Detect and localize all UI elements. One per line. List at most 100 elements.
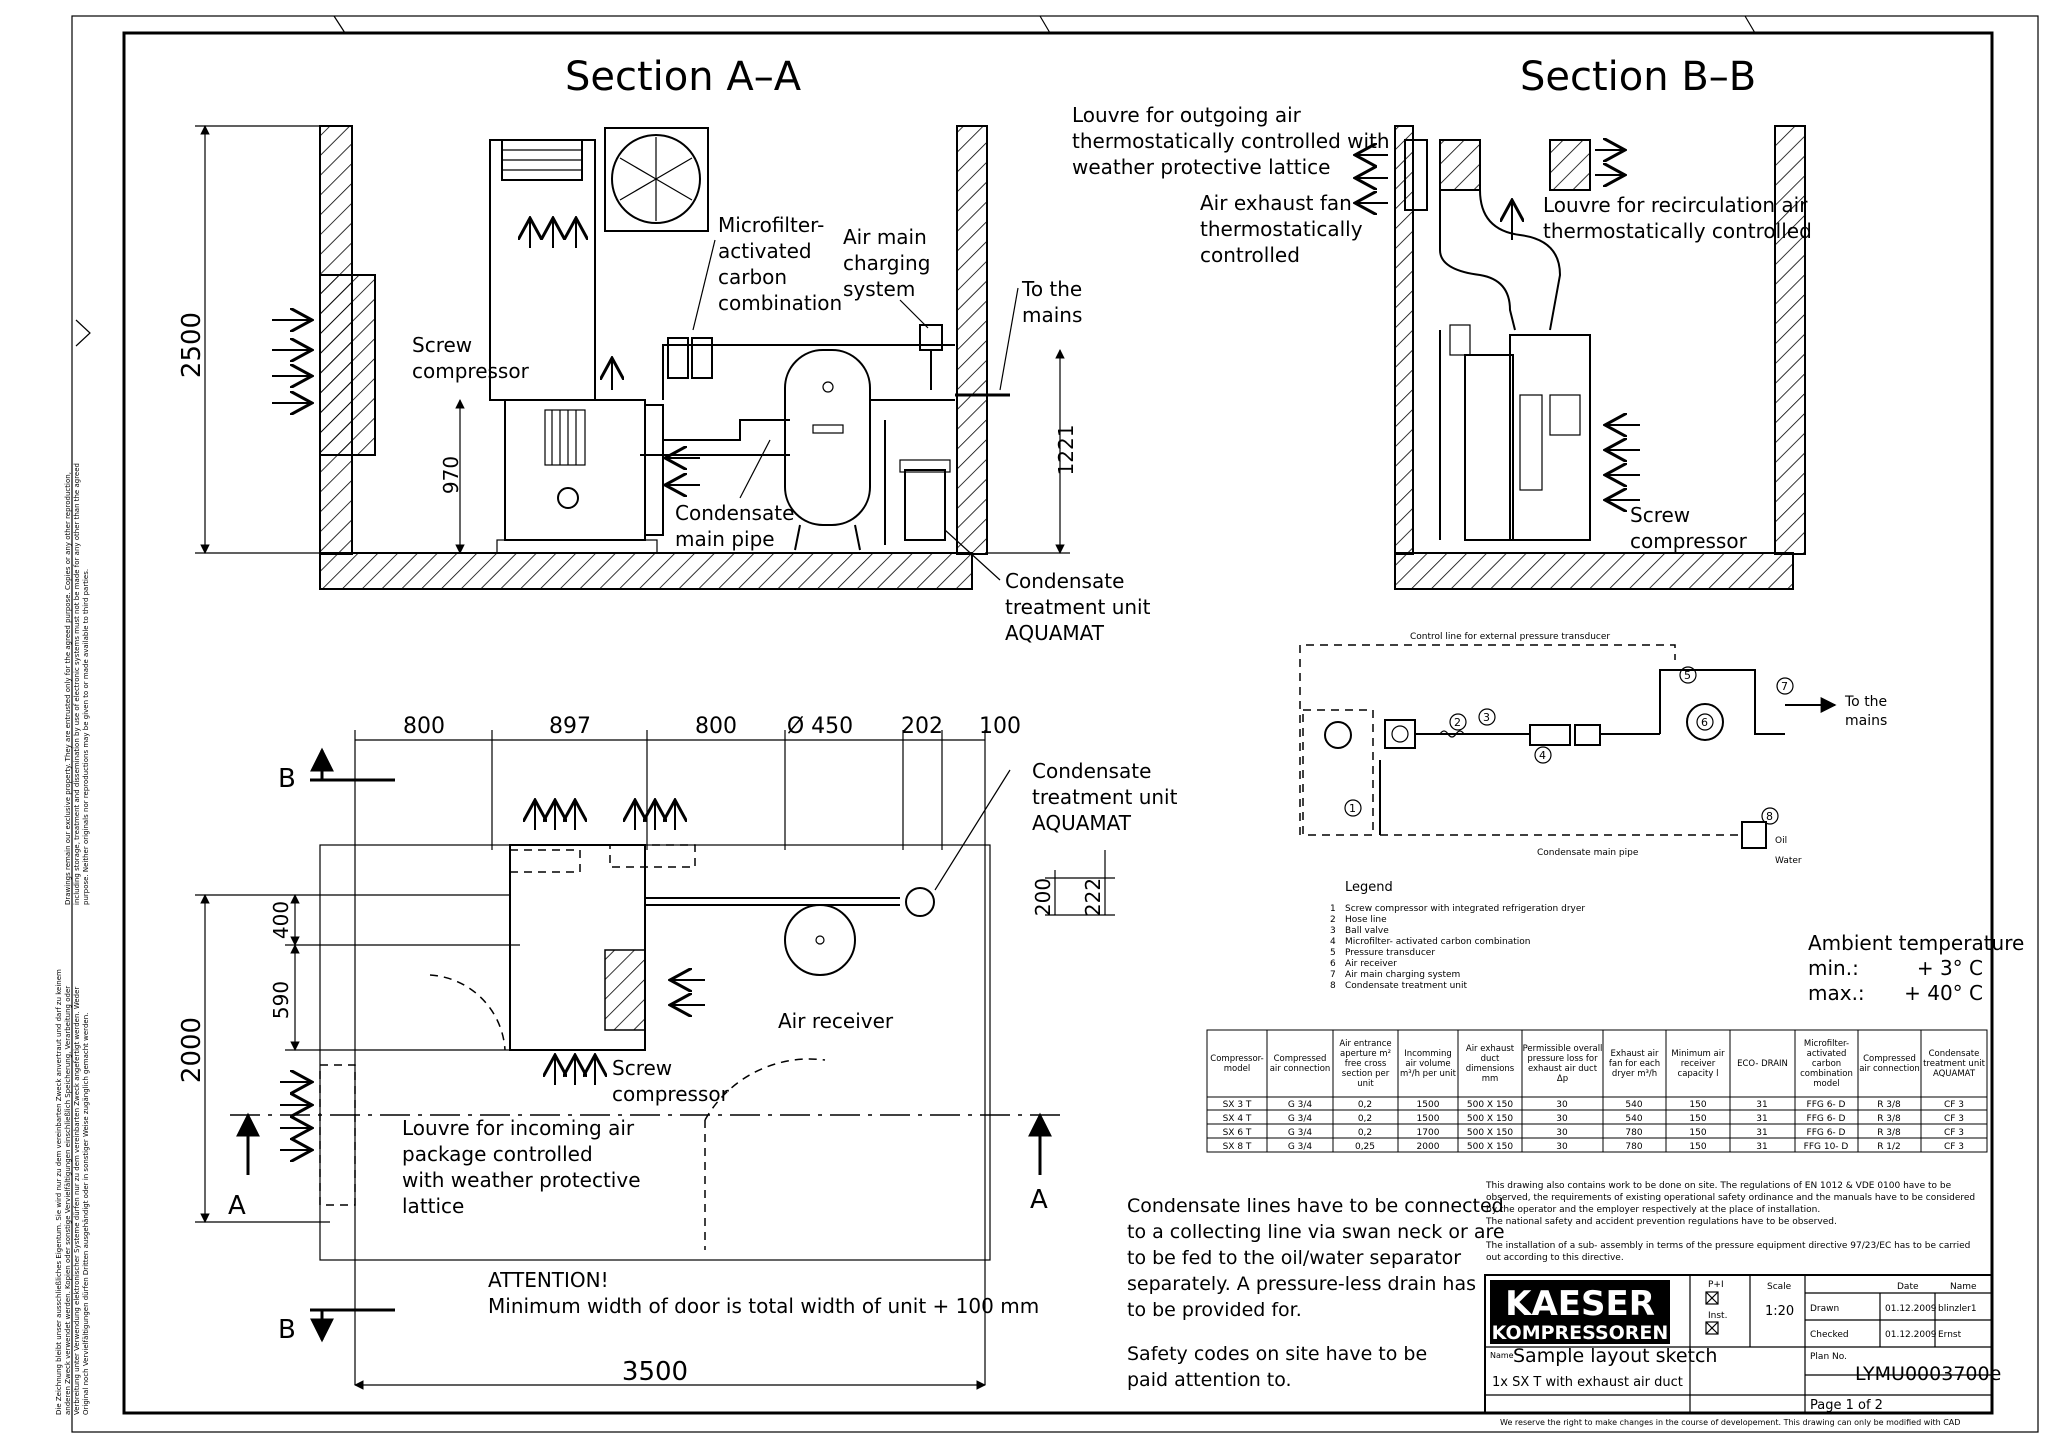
name-label: Name: [1490, 1351, 1514, 1360]
th-model: Compressor-model: [1210, 1054, 1264, 1074]
water-label: Water: [1775, 856, 1802, 866]
svg-text:1: 1: [1349, 802, 1356, 815]
plan-label: Plan No.: [1810, 1352, 1847, 1362]
flow-numbers: 1 2 3 4 5 6 7 8: [1344, 666, 1794, 825]
right-wall-aa: [956, 125, 988, 555]
svg-text:Microfilter- activated carbon: Microfilter- activated carbon combinatio…: [1345, 937, 1531, 947]
inst-label: Inst.: [1708, 1311, 1727, 1321]
screw-compressor-aa: [504, 399, 646, 541]
svg-text:4: 4: [1539, 749, 1546, 762]
louvre-in-plan: [319, 1064, 356, 1206]
svg-text:30: 30: [1556, 1100, 1568, 1110]
screw-compressor-bb: [1509, 334, 1591, 541]
svg-text:31: 31: [1756, 1114, 1767, 1124]
th-aperture: Air entrance aperture m² free cross sect…: [1339, 1039, 1392, 1089]
svg-text:500 X 150: 500 X 150: [1467, 1100, 1514, 1110]
svg-text:500 X 150: 500 X 150: [1467, 1142, 1514, 1152]
aquamat-symbol: [1741, 821, 1767, 849]
svg-text:0,2: 0,2: [1358, 1114, 1372, 1124]
svg-text:0,25: 0,25: [1355, 1142, 1375, 1152]
svg-text:CF 3: CF 3: [1944, 1100, 1964, 1110]
svg-text:31: 31: [1756, 1128, 1767, 1138]
plan-number: LYMU0003700e: [1855, 1363, 2001, 1385]
svg-text:Hose line: Hose line: [1345, 915, 1387, 925]
air-receiver-aa: [784, 349, 871, 526]
louvre-left-aa: [319, 274, 376, 456]
left-wall-bb: [1394, 125, 1414, 555]
svg-text:Condensate treatment unit: Condensate treatment unit: [1345, 981, 1467, 991]
dim-top-897: 897: [549, 714, 591, 739]
svg-text:SX 3 T: SX 3 T: [1223, 1100, 1252, 1110]
svg-text:5: 5: [1684, 669, 1691, 682]
svg-text:8: 8: [1330, 981, 1336, 991]
svg-text:R 1/2: R 1/2: [1877, 1142, 1901, 1152]
svg-text:30: 30: [1556, 1142, 1568, 1152]
p-label: P+I: [1708, 1280, 1724, 1290]
th-connection-2: Compressed air connection: [1859, 1054, 1920, 1074]
svg-text:500 X 150: 500 X 150: [1467, 1114, 1514, 1124]
ambient-max-label: max.:: [1808, 981, 1865, 1005]
side-note-2: purpose. Neither originals nor reproduct…: [82, 569, 90, 905]
label-louvre-in-plan: Louvre for incoming air package controll…: [402, 1116, 647, 1218]
label-screw-bb: Screw compressor: [1630, 503, 1748, 553]
legend-title: Legend: [1345, 880, 1393, 895]
svg-text:Ball valve: Ball valve: [1345, 926, 1389, 936]
svg-text:G 3/4: G 3/4: [1288, 1142, 1313, 1152]
th-eco-drain: ECO- DRAIN: [1737, 1059, 1788, 1069]
inlet-arrows-bb: [1605, 425, 1640, 500]
pipe-aa: [662, 344, 800, 400]
svg-text:FFG 6- D: FFG 6- D: [1807, 1114, 1846, 1124]
exhaust-arrows-plan: [535, 800, 705, 1085]
svg-text:30: 30: [1556, 1128, 1568, 1138]
checked-date: 01.12.2009: [1885, 1330, 1937, 1340]
svg-text:G 3/4: G 3/4: [1288, 1128, 1313, 1138]
label-exhaust-fan-bb: Air exhaust fan thermostatically control…: [1200, 191, 1369, 267]
title-block: KAESER KOMPRESSOREN P+I Inst. Scale 1:20…: [1484, 1274, 2001, 1427]
compressor-plan: [509, 844, 646, 1051]
dim-200: 200: [1031, 878, 1055, 916]
svg-text:FFG 6- D: FFG 6- D: [1807, 1100, 1846, 1110]
svg-text:G 3/4: G 3/4: [1288, 1114, 1313, 1124]
svg-text:31: 31: [1756, 1100, 1767, 1110]
svg-text:540: 540: [1625, 1114, 1642, 1124]
floor-aa: [319, 552, 973, 590]
svg-text:Air main charging system: Air main charging system: [1345, 970, 1460, 980]
sheet-border: [71, 15, 2039, 1433]
inlet-arrows-aa: [272, 320, 312, 403]
dim-590: 590: [269, 981, 293, 1019]
footer-note: We reserve the right to make changes in …: [1500, 1418, 1960, 1427]
section-bb-title: Section B–B: [1520, 54, 1756, 100]
label-condensate-pipe-aa: Condensate main pipe: [675, 501, 801, 551]
svg-text:1: 1: [1330, 904, 1336, 914]
svg-text:G 3/4: G 3/4: [1288, 1100, 1313, 1110]
svg-text:7: 7: [1781, 680, 1788, 693]
dim-top-800a: 800: [403, 714, 445, 739]
dim-970: 970: [439, 456, 463, 494]
corner-mark: [75, 319, 91, 347]
svg-text:2: 2: [1454, 716, 1461, 729]
ambient-min-value: + 3° C: [1917, 956, 1983, 980]
flow-diagram: Control line for external pressure trans…: [1299, 632, 1892, 866]
to-mains-flow: To the mains: [1844, 694, 1892, 729]
receiver-symbol: [1686, 703, 1724, 741]
dim-top-100: 100: [979, 714, 1021, 739]
dim-1221: 1221: [1054, 425, 1078, 476]
condensate-note: Condensate lines have to be connected to…: [1127, 1195, 1511, 1321]
svg-text:CF 3: CF 3: [1944, 1128, 1964, 1138]
brand-sub: KOMPRESSOREN: [1492, 1322, 1669, 1344]
svg-text:SX 6 T: SX 6 T: [1223, 1128, 1252, 1138]
svg-text:31: 31: [1756, 1142, 1767, 1152]
th-microfilter: Microfilter-activated carbon combination…: [1800, 1039, 1853, 1089]
ambient-title: Ambient temperature: [1808, 931, 2024, 955]
checked-name: Ernst: [1938, 1330, 1962, 1340]
svg-text:8: 8: [1766, 810, 1773, 823]
condensate-main-pipe-label: Condensate main pipe: [1537, 848, 1639, 858]
scale-label: Scale: [1767, 1282, 1792, 1292]
svg-text:3: 3: [1483, 711, 1490, 724]
air-main-charging-aa: [919, 324, 943, 351]
dim-2500: 2500: [177, 312, 207, 378]
